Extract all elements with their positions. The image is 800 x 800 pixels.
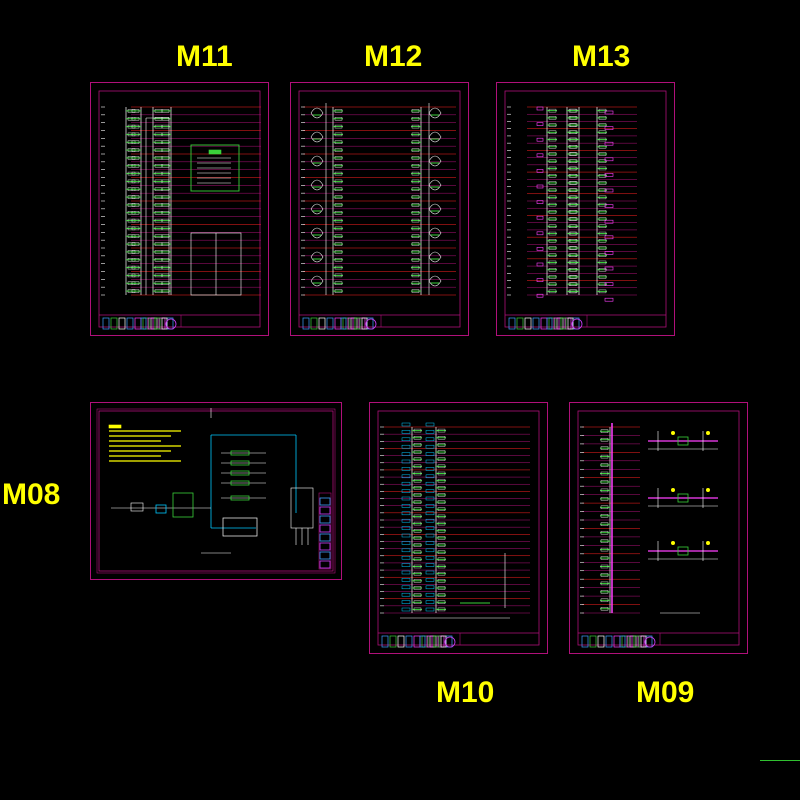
fixture: [428, 155, 442, 167]
schematic-drawing: [377, 410, 540, 648]
sheet-label-m08: M08: [2, 478, 61, 511]
drawing-sheet-m13[interactable]: [496, 82, 675, 336]
title-block: [99, 314, 260, 330]
title-block: [299, 314, 460, 330]
notes-block: [108, 424, 181, 462]
drawing-sheet-m09[interactable]: [569, 402, 748, 654]
pipe-diagram: [111, 408, 314, 554]
sheet-label-m11: M11: [176, 40, 233, 73]
schematic-drawing: [96, 408, 336, 574]
inner-border: [504, 90, 667, 328]
fixture: [428, 179, 442, 191]
fixture: [310, 275, 324, 287]
drawing-sheet-m08[interactable]: [90, 402, 342, 580]
fixture: [310, 251, 324, 263]
title-block: [505, 314, 666, 330]
title-block: [578, 632, 739, 648]
schematic-drawing: [98, 90, 261, 330]
fixture: [428, 203, 442, 215]
drawing-sheet-m10[interactable]: [369, 402, 548, 654]
fixture: [310, 131, 324, 143]
sheet-label-m13: M13: [572, 40, 631, 73]
fixture: [310, 107, 324, 119]
fixture: [310, 227, 324, 239]
fixture: [428, 131, 442, 143]
detail-assembly: [648, 541, 718, 561]
status-line: [760, 760, 800, 761]
fixture: [428, 251, 442, 263]
sheet-label-m09: M09: [636, 676, 695, 709]
drawing-sheet-m11[interactable]: [90, 82, 269, 336]
fixture: [428, 107, 442, 119]
sheet-label-m12: M12: [364, 40, 423, 73]
inner-border: [298, 90, 461, 328]
sheet-label-m10: M10: [436, 676, 495, 709]
inner-border: [377, 410, 540, 646]
title-block: [318, 492, 332, 570]
drawing-sheet-m12[interactable]: [290, 82, 469, 336]
inner-border: [577, 410, 740, 646]
fixture: [428, 227, 442, 239]
fixture: [428, 275, 442, 287]
detail-assembly: [648, 431, 718, 451]
inner-border: [98, 410, 334, 572]
schematic-drawing: [298, 90, 461, 330]
fixture: [310, 155, 324, 167]
fixture: [310, 203, 324, 215]
fixture: [310, 179, 324, 191]
schematic-drawing: [577, 410, 740, 648]
detail-assembly: [648, 488, 718, 508]
title-block: [378, 632, 539, 648]
legend-box: [190, 144, 240, 192]
schematic-drawing: [504, 90, 667, 330]
